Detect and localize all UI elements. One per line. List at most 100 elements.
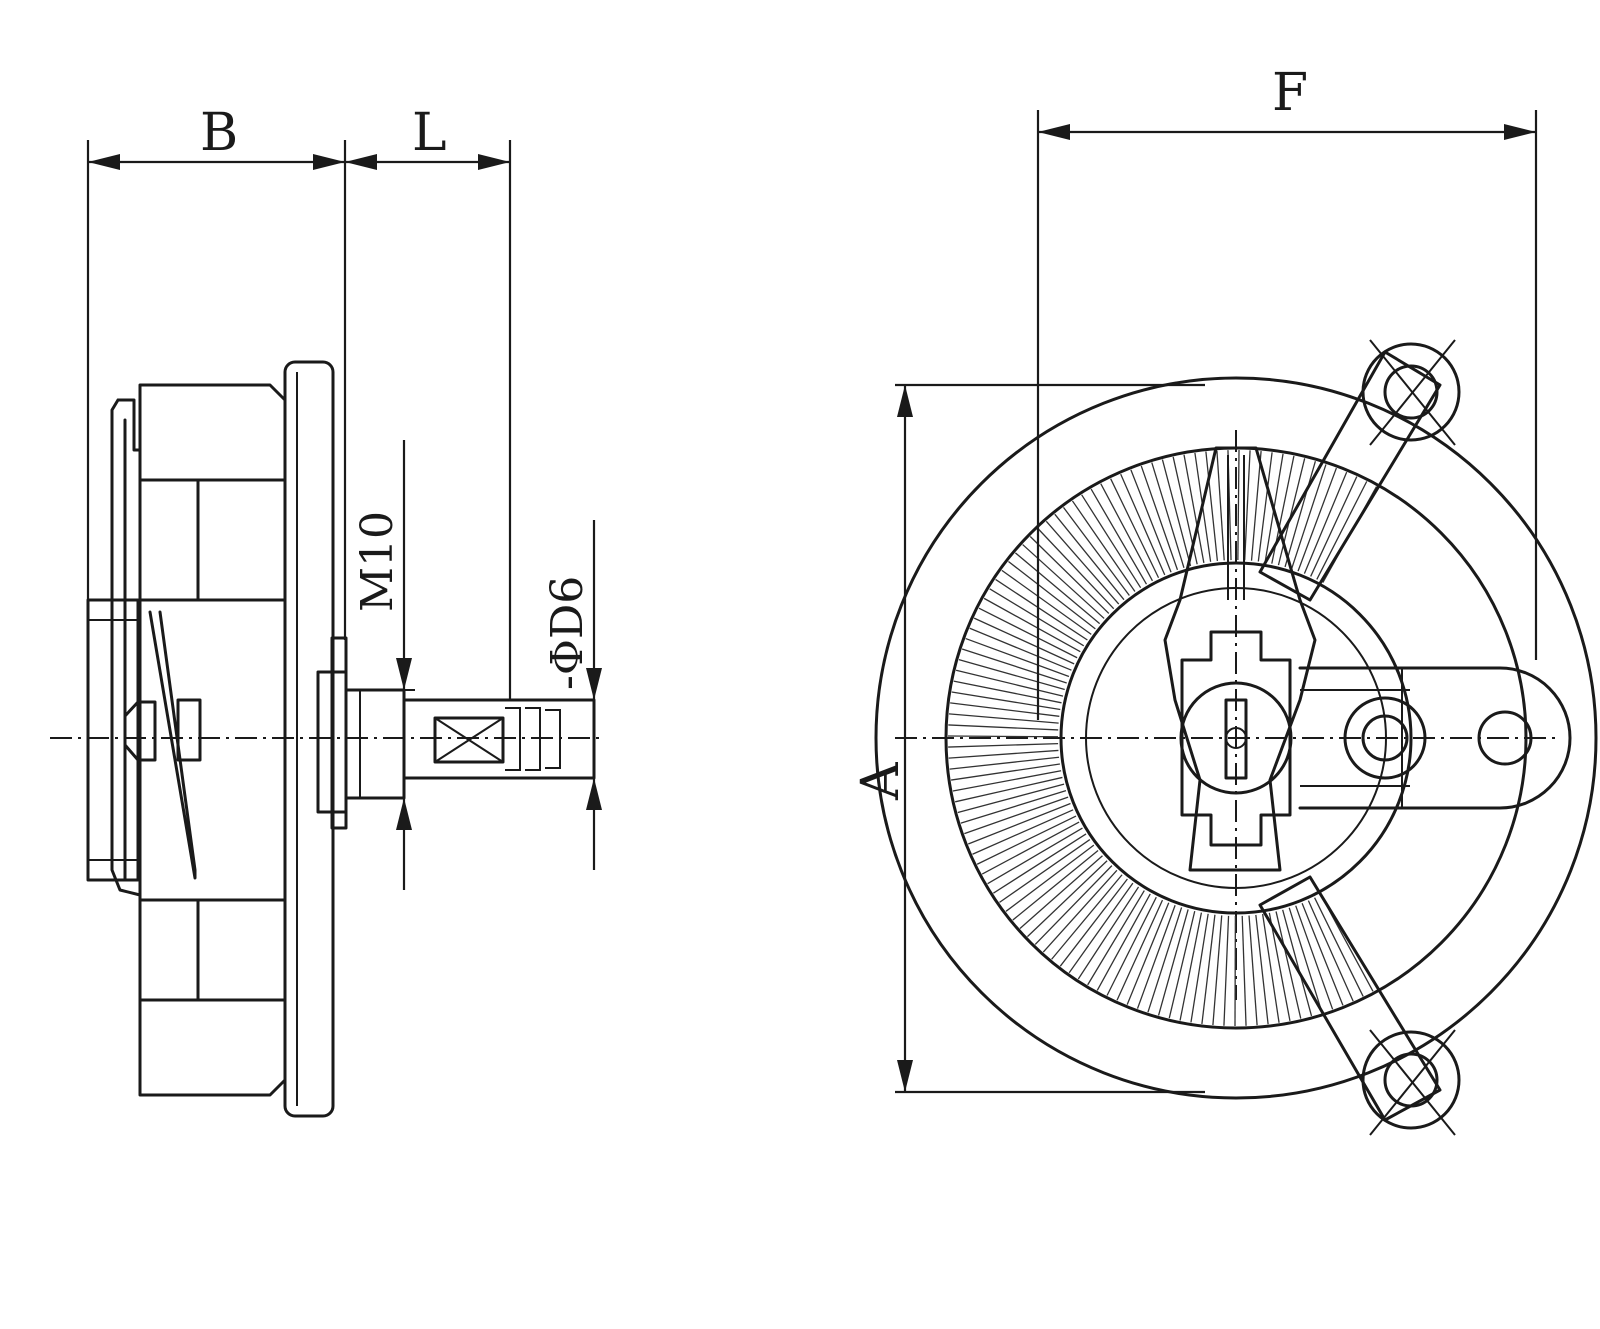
winding-turn bbox=[948, 749, 1059, 759]
front-knob bbox=[1179, 630, 1293, 847]
winding-turn bbox=[1019, 855, 1103, 929]
winding-turn bbox=[987, 827, 1083, 885]
winding-turn bbox=[1130, 469, 1172, 573]
winding-turn bbox=[948, 742, 1059, 748]
winding-turn bbox=[995, 578, 1088, 641]
winding-turn bbox=[1116, 899, 1164, 1001]
winding-turn bbox=[989, 588, 1085, 647]
winding-turn bbox=[1037, 528, 1115, 610]
winding-turn bbox=[1062, 507, 1130, 596]
winding-turn bbox=[1241, 915, 1247, 1026]
winding-turn bbox=[1257, 452, 1273, 562]
winding-turn bbox=[1110, 478, 1160, 579]
label-A: A bbox=[851, 761, 911, 801]
winding-turn bbox=[953, 680, 1062, 704]
dimension-D6: -ΦD6 bbox=[542, 520, 602, 870]
winding-turn bbox=[1205, 451, 1219, 562]
front-view: A F bbox=[851, 63, 1598, 1136]
dimension-B: B bbox=[86, 103, 347, 640]
winding-turn bbox=[1001, 569, 1092, 635]
winding-turn bbox=[969, 627, 1072, 671]
winding-turn bbox=[983, 597, 1081, 653]
winding-turn bbox=[958, 658, 1065, 691]
front-winding-inner bbox=[1059, 561, 1413, 915]
winding-turn bbox=[1301, 903, 1344, 1006]
winding-turn bbox=[1275, 911, 1302, 1019]
side-inner-nut bbox=[123, 698, 202, 762]
winding-turn bbox=[1096, 893, 1151, 991]
winding-turn bbox=[1179, 912, 1203, 1021]
winding-turn bbox=[1059, 878, 1128, 967]
side-shaft-flat bbox=[433, 716, 505, 764]
label-F: F bbox=[1272, 63, 1308, 123]
winding-turn bbox=[1045, 520, 1120, 605]
winding-turn bbox=[1261, 913, 1280, 1023]
winding-turn bbox=[1077, 886, 1140, 980]
winding-turn bbox=[1042, 869, 1118, 953]
winding-turn bbox=[978, 607, 1078, 659]
winding-turn bbox=[1248, 915, 1258, 1026]
side-body bbox=[138, 383, 287, 1097]
dimension-A: A bbox=[851, 383, 1205, 1094]
winding-turn bbox=[1014, 552, 1101, 625]
winding-turn bbox=[950, 702, 1060, 717]
winding-turn bbox=[1071, 500, 1136, 592]
winding-turn bbox=[999, 839, 1091, 903]
winding-turn bbox=[960, 790, 1067, 824]
winding-turn bbox=[1147, 907, 1183, 1013]
winding-turn bbox=[1005, 844, 1095, 912]
winding-turn bbox=[1029, 536, 1110, 614]
side-terminal-strip bbox=[86, 598, 140, 882]
winding-turn bbox=[1284, 460, 1317, 568]
winding-turn bbox=[1250, 451, 1262, 561]
winding-turn bbox=[1106, 896, 1157, 996]
label-B: B bbox=[200, 103, 238, 163]
winding-turn bbox=[1290, 464, 1327, 570]
winding-turn bbox=[1054, 513, 1125, 601]
winding-turn bbox=[1297, 467, 1337, 572]
winding-turn bbox=[1277, 458, 1306, 566]
winding-turn bbox=[1268, 912, 1291, 1022]
winding-turn bbox=[950, 763, 1061, 781]
winding-turn bbox=[1183, 454, 1205, 564]
winding-turn bbox=[1087, 890, 1145, 986]
side-view: B L M10 -ΦD6 bbox=[50, 103, 602, 1118]
winding-turn bbox=[1307, 900, 1354, 1002]
front-hub-ring bbox=[1085, 587, 1387, 889]
winding-turn bbox=[973, 617, 1075, 665]
winding-turn bbox=[952, 770, 1062, 792]
winding-turn bbox=[1008, 560, 1096, 630]
winding-turn bbox=[1151, 462, 1185, 568]
front-terminal-top bbox=[1258, 339, 1461, 602]
winding-turn bbox=[1022, 544, 1105, 619]
winding-turn bbox=[1244, 450, 1251, 561]
dimension-L: L bbox=[345, 103, 512, 700]
label-L: L bbox=[412, 103, 447, 163]
winding-turn bbox=[951, 691, 1061, 711]
winding-turn bbox=[1316, 481, 1368, 580]
winding-turn bbox=[1295, 905, 1334, 1010]
winding-turn bbox=[1120, 473, 1166, 576]
winding-turn bbox=[1282, 909, 1313, 1017]
winding-turn bbox=[981, 821, 1080, 875]
winding-turn bbox=[1223, 915, 1230, 1026]
winding-turn bbox=[1255, 914, 1269, 1025]
winding-turn bbox=[967, 802, 1071, 845]
dimension-M10: M10 bbox=[352, 440, 415, 890]
winding-turn bbox=[1310, 476, 1358, 577]
winding-turn bbox=[1190, 913, 1209, 1023]
winding-turn bbox=[993, 833, 1087, 894]
winding-turn bbox=[1314, 897, 1364, 997]
winding-turn bbox=[948, 724, 1059, 731]
winding-turn bbox=[1012, 849, 1099, 921]
winding-turn bbox=[961, 648, 1067, 684]
front-winding bbox=[948, 450, 1378, 1027]
winding-turn bbox=[1201, 914, 1216, 1025]
dimension-F: F bbox=[1036, 63, 1538, 720]
winding-turn bbox=[1126, 902, 1170, 1005]
winding-turn bbox=[976, 815, 1077, 865]
winding-turn bbox=[948, 713, 1059, 724]
winding-turn bbox=[1026, 860, 1108, 938]
winding-turn bbox=[964, 796, 1069, 835]
